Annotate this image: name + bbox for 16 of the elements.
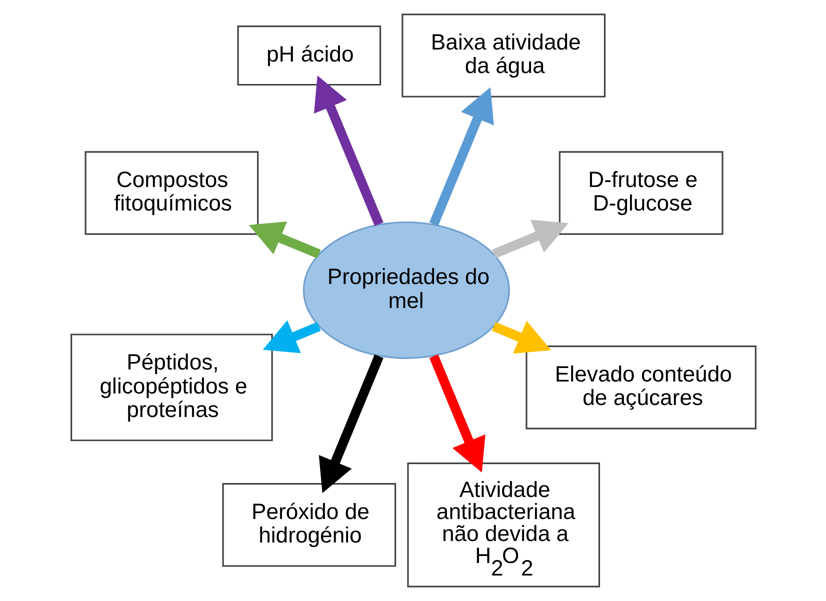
node-box: Compostos fitoquímicos (84, 151, 258, 235)
arrow (491, 220, 568, 258)
arrow (313, 75, 383, 226)
arrow (428, 354, 485, 472)
arrow (491, 320, 551, 354)
node-ellipse: Propriedades do mel (302, 221, 510, 359)
arrow (262, 320, 320, 354)
node-box: pH ácido (236, 26, 381, 86)
node-box: Peróxido de hidrogénio (222, 483, 396, 567)
arrow (248, 222, 320, 258)
node-box: Baixa atividade da água (401, 14, 606, 98)
node-box: Elevado conteúdo de açúcares (525, 346, 756, 430)
arrow (318, 354, 383, 494)
node-box: D-frutose e D-glucose (558, 151, 723, 235)
node-box: Péptidos, glicopéptidos e proteínas (70, 334, 272, 442)
arrow (428, 87, 494, 226)
